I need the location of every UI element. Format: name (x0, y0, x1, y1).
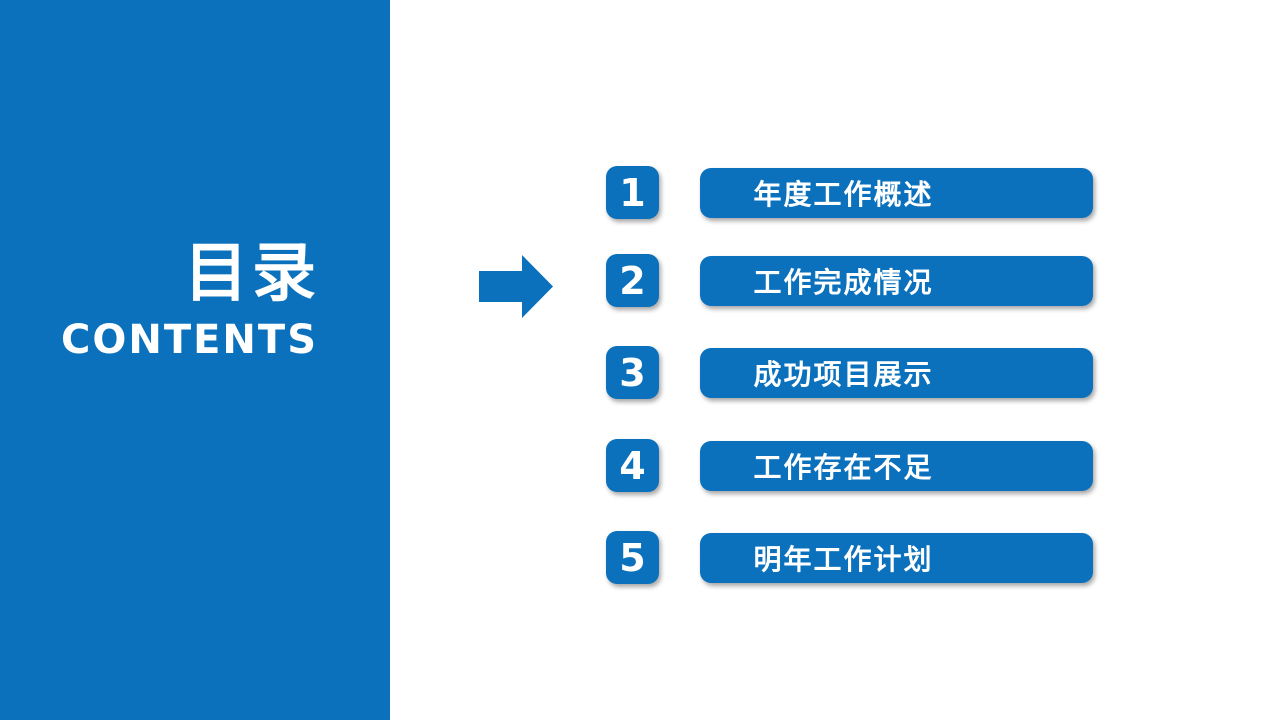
toc-title-block: 目录 CONTENTS (61, 240, 316, 360)
toc-item[interactable]: 4 工作存在不足 (606, 439, 1093, 492)
toc-item-bar[interactable]: 年度工作概述 (700, 167, 1093, 218)
toc-item[interactable]: 1 年度工作概述 (606, 166, 1093, 219)
toc-item-label: 工作完成情况 (753, 265, 934, 299)
toc-item-bar[interactable]: 明年工作计划 (700, 532, 1093, 583)
toc-item-bar[interactable]: 工作完成情况 (700, 255, 1093, 306)
toc-title-en: CONTENTS (60, 317, 318, 363)
toc-title-zh: 目录 (184, 237, 320, 311)
toc-item[interactable]: 2 工作完成情况 (606, 254, 1093, 307)
toc-item-bar[interactable]: 成功项目展示 (700, 347, 1093, 398)
toc-item-bar[interactable]: 工作存在不足 (700, 440, 1093, 491)
toc-item-number-badge: 2 (606, 254, 659, 307)
sidebar-panel: 目录 CONTENTS (0, 0, 390, 720)
toc-item-label: 工作存在不足 (753, 450, 934, 484)
toc-item[interactable]: 5 明年工作计划 (606, 531, 1093, 584)
toc-item[interactable]: 3 成功项目展示 (606, 346, 1093, 399)
right-arrow-icon (479, 255, 553, 318)
toc-item-number-badge: 3 (606, 346, 659, 399)
toc-item-number-badge: 4 (606, 439, 659, 492)
toc-item-number-badge: 5 (606, 531, 659, 584)
toc-item-number-badge: 1 (606, 166, 659, 219)
toc-item-label: 成功项目展示 (753, 357, 934, 391)
toc-item-label: 明年工作计划 (753, 542, 934, 576)
toc-item-label: 年度工作概述 (753, 177, 934, 211)
